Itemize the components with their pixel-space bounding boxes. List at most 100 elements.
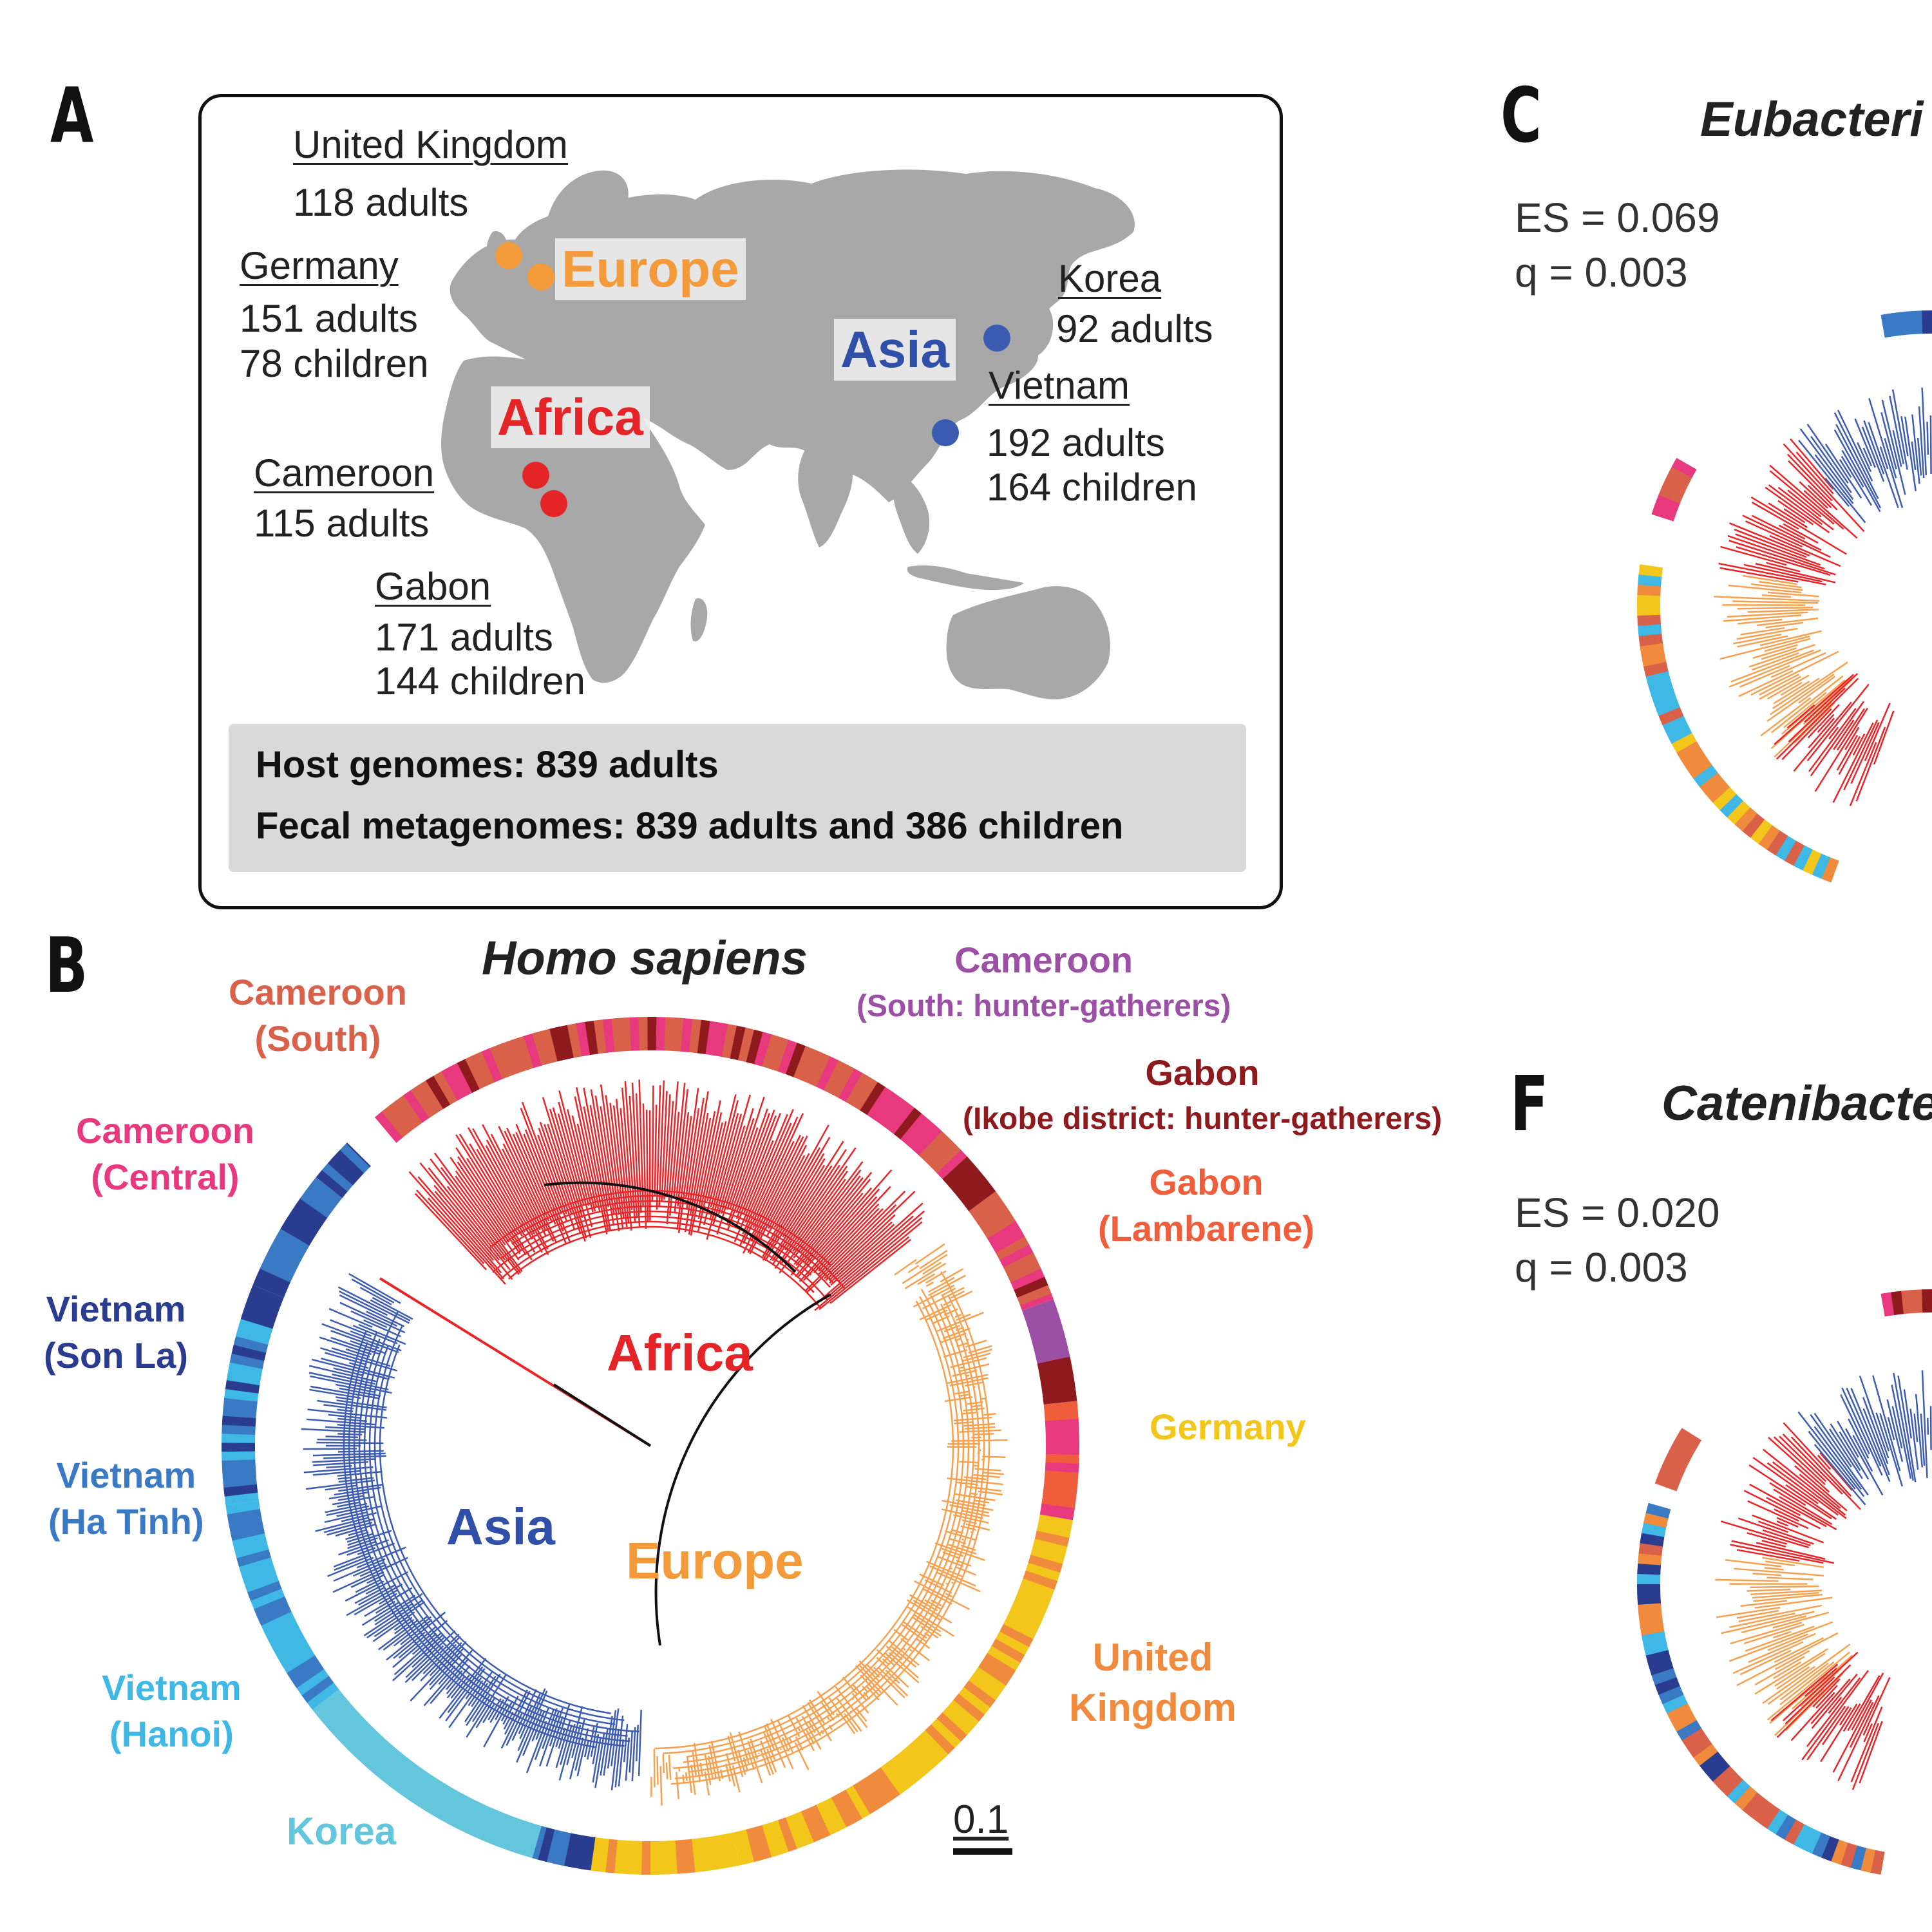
- panel-c-q: q = 0.003: [1515, 249, 1688, 296]
- tree-leaf: [1780, 681, 1803, 696]
- tree-leaf: [1841, 1387, 1883, 1476]
- tree-leaf: [1720, 545, 1787, 566]
- tree-leaf: [348, 1273, 401, 1304]
- tree-leaf: [1767, 1643, 1851, 1705]
- tree-leaf: [712, 1094, 751, 1225]
- tree-leaf: [330, 1336, 381, 1356]
- australia-shape: [946, 586, 1110, 700]
- tree-leaf: [336, 1396, 352, 1401]
- tree-leaf: [1747, 1500, 1809, 1530]
- tree-leaf: [1783, 1422, 1852, 1497]
- tree-arc: [654, 1300, 954, 1750]
- tree-leaf: [1750, 496, 1847, 555]
- tree-leaf: [1862, 1408, 1890, 1475]
- tree-leaf: [813, 1203, 880, 1273]
- tree-leaf: [1756, 617, 1819, 627]
- tree-leaf: [949, 1538, 967, 1545]
- tree-leaf: [351, 1278, 395, 1303]
- ring-segment: [1654, 1472, 1681, 1492]
- panel-f-title: Catenibacte: [1662, 1076, 1932, 1131]
- tree-leaf: [1748, 643, 1816, 668]
- tree-leaf: [592, 1736, 602, 1783]
- tree-leaf: [1774, 1508, 1799, 1522]
- tree-leaf: [1766, 562, 1801, 573]
- tree-leaf: [358, 1323, 406, 1345]
- tree-arc: [379, 1344, 611, 1714]
- tree-leaf: [1754, 1596, 1833, 1609]
- tree-leaf: [690, 1765, 696, 1795]
- tree-leaf: [583, 1087, 611, 1231]
- tree-leaf: [1814, 1444, 1866, 1506]
- tree-leaf: [1799, 1473, 1841, 1509]
- tree-leaf: [894, 1258, 917, 1276]
- ring-segment: [1638, 1602, 1662, 1615]
- tree-leaf: [506, 1128, 550, 1222]
- tree-leaf: [752, 1141, 795, 1228]
- tree-leaf: [1808, 717, 1835, 748]
- korea-marker: [983, 325, 1010, 352]
- tree-leaf: [621, 1087, 633, 1210]
- tree-leaf: [766, 1124, 829, 1237]
- tree-leaf: [1762, 1448, 1846, 1516]
- tree-leaf: [1751, 652, 1799, 671]
- tree-leaf: [612, 1105, 628, 1227]
- region-africa: Africa: [491, 386, 650, 448]
- tree-leaf: [433, 1152, 523, 1273]
- tree-leaf: [1730, 1622, 1802, 1645]
- tree-leaf: [1743, 574, 1797, 585]
- tree-leaf: [1817, 714, 1835, 734]
- tree-leaf: [1810, 1414, 1869, 1496]
- tree-leaf: [666, 1101, 674, 1197]
- tree-leaf: [1761, 647, 1797, 660]
- tree-leaf: [1751, 515, 1822, 551]
- tree-leaf: [576, 1123, 598, 1208]
- tree-leaf: [1790, 1692, 1835, 1741]
- ring-segment: [1667, 1444, 1693, 1466]
- ring-segment: [1658, 484, 1685, 504]
- tree-leaf: [1873, 710, 1895, 765]
- tree-leaf: [792, 1179, 846, 1252]
- ring-segment: [1667, 466, 1693, 487]
- tree-leaf: [319, 1336, 372, 1356]
- germany-label: Germany: [240, 244, 399, 287]
- tree-leaf: [1766, 674, 1810, 700]
- tree-leaf: [321, 1358, 395, 1379]
- tree-leaf: [974, 1499, 990, 1504]
- uk-marker: [495, 242, 522, 269]
- tree-leaf: [668, 1754, 672, 1780]
- tree-leaf: [1750, 1589, 1822, 1595]
- tree-leaf: [1734, 1567, 1824, 1577]
- panel-b-letter: B: [45, 921, 88, 1010]
- fecal-metagenomes-text: Fecal metagenomes: 839 adults and 386 ch…: [256, 805, 1124, 847]
- ring-segment: [1658, 1685, 1684, 1705]
- tree-leaf: [662, 1754, 665, 1774]
- cameroon-marker: [522, 462, 549, 489]
- tree-leaf: [467, 1127, 533, 1240]
- tree-leaf: [1766, 1497, 1801, 1517]
- tree-leaf: [520, 1108, 562, 1215]
- ring-segment: [1774, 1814, 1797, 1840]
- tree-leaf: [1909, 1408, 1919, 1470]
- tree-arc: [343, 1331, 597, 1748]
- tree-leaf: [742, 1134, 801, 1254]
- tree-leaf: [914, 1580, 970, 1611]
- tree-leaf: [1868, 398, 1904, 508]
- panel-a-letter: A: [50, 71, 94, 160]
- tree-leaf: [828, 1217, 923, 1296]
- ring-segment: [1719, 793, 1743, 818]
- tree-leaf: [594, 1095, 616, 1215]
- korea-count: 92 adults: [1056, 307, 1213, 350]
- tree-leaf: [434, 1191, 495, 1261]
- ring-segment: [1766, 829, 1788, 856]
- tree-leaf: [1745, 520, 1803, 548]
- tree-leaf: [1728, 540, 1836, 576]
- ring-segment: [1638, 623, 1662, 636]
- tree-leaf: [1777, 500, 1814, 526]
- tree-leaf: [459, 1133, 523, 1236]
- tree-leaf: [685, 1108, 700, 1198]
- tree-leaf: [1852, 1723, 1879, 1790]
- tree-leaf: [642, 1103, 647, 1229]
- tree-leaf: [1776, 1520, 1788, 1527]
- tree-leaf: [887, 1640, 920, 1666]
- tree-leaf: [1718, 562, 1826, 585]
